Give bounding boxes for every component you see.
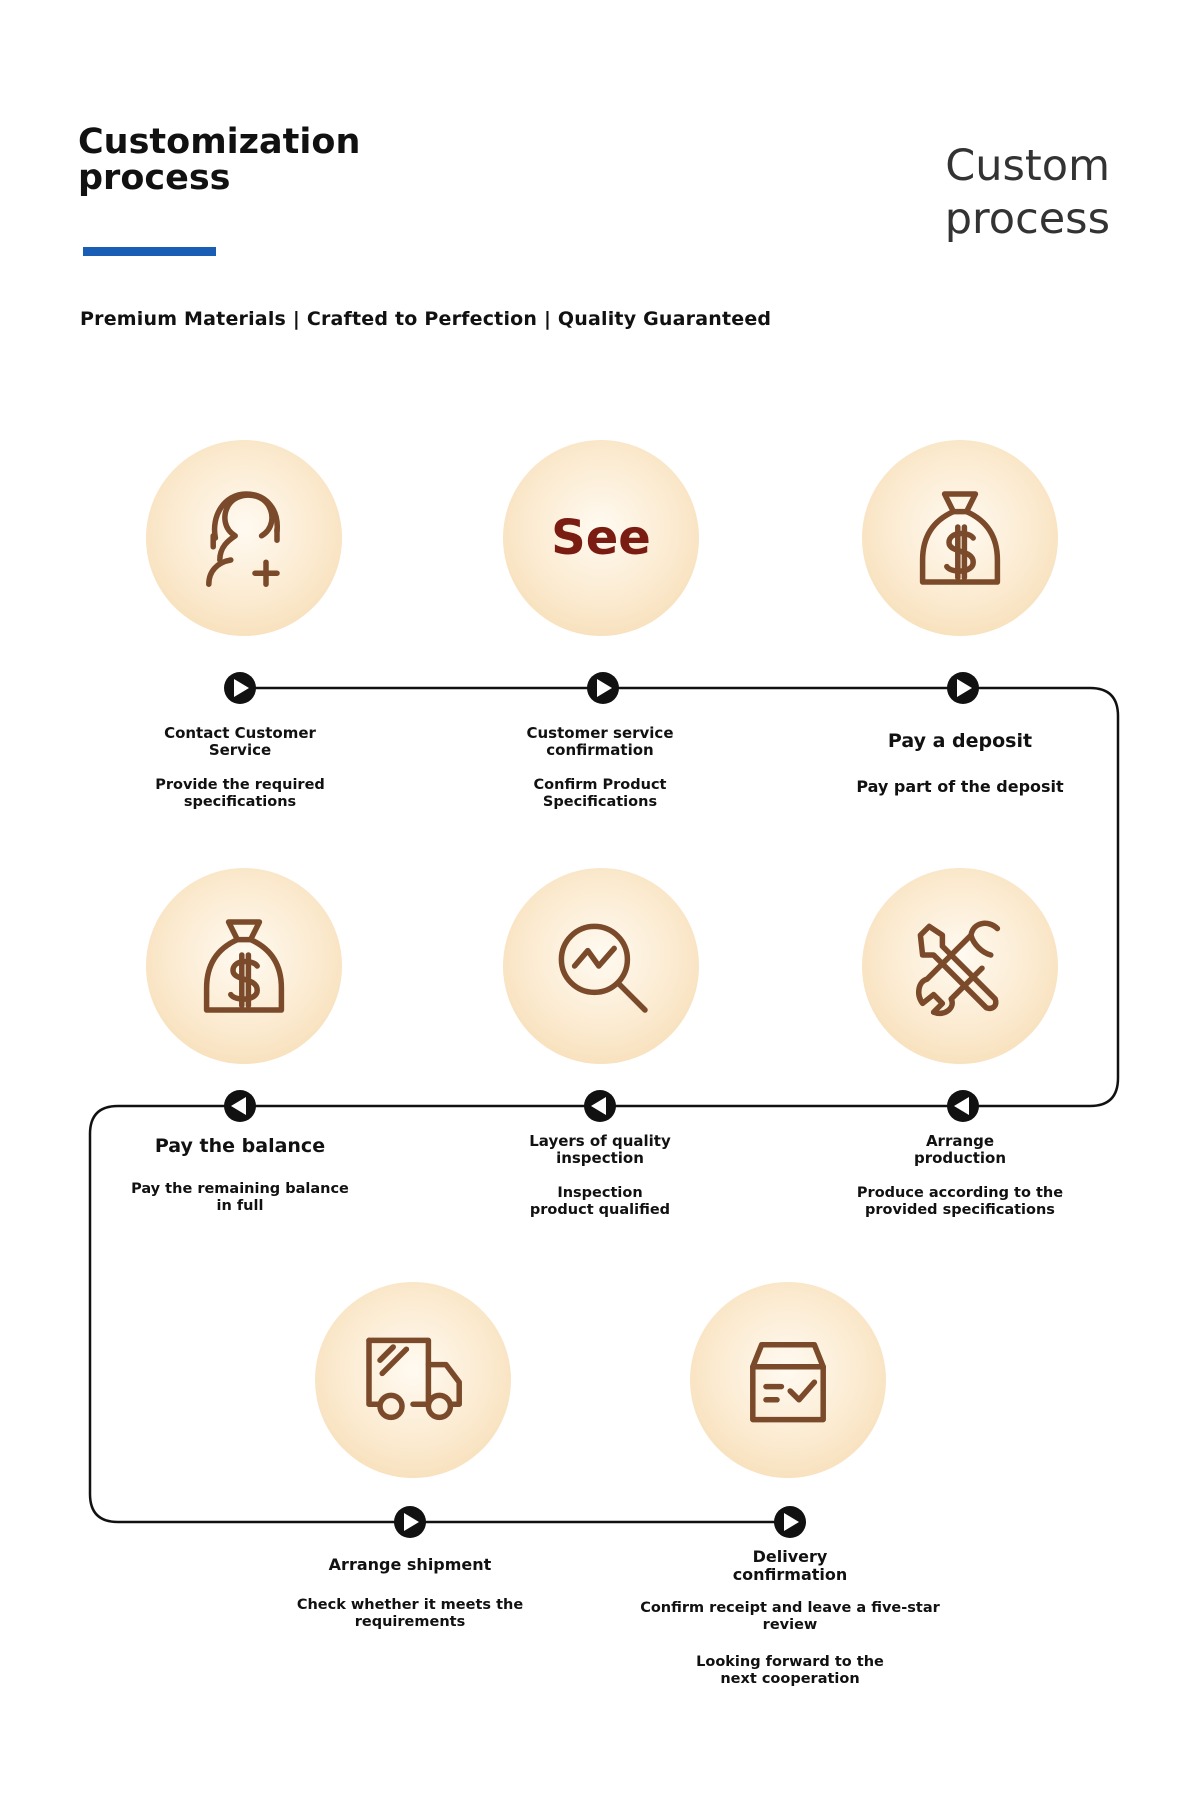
inspection-icon bbox=[558, 923, 648, 1013]
step-title: Layers of quality inspection bbox=[529, 1132, 671, 1167]
step-5-circle bbox=[503, 868, 699, 1064]
page-title-line2: process bbox=[78, 158, 231, 198]
step-3-circle bbox=[862, 440, 1058, 636]
tagline: Premium Materials | Crafted to Perfectio… bbox=[80, 308, 772, 330]
step-2-circle: See bbox=[503, 440, 699, 636]
arrow-right-icon bbox=[947, 672, 979, 704]
step-title: Pay the balance bbox=[154, 1135, 326, 1157]
customer-service-icon bbox=[206, 491, 280, 587]
arrow-right-icon bbox=[394, 1506, 426, 1538]
step-6-text: Pay the balance Pay the remaining balanc… bbox=[90, 1135, 390, 1215]
step-4-text: Arrange production Produce according to … bbox=[810, 1133, 1110, 1219]
step-title: Contact Customer Service bbox=[164, 724, 316, 759]
money-bag-icon bbox=[919, 491, 1001, 585]
truck-icon bbox=[366, 1337, 462, 1421]
step-1-circle bbox=[146, 440, 342, 636]
step-description: Pay the remaining balance in full bbox=[131, 1181, 349, 1214]
arrow-right-icon bbox=[774, 1506, 806, 1538]
step-4-circle bbox=[862, 868, 1058, 1064]
side-title-line1: Custom bbox=[945, 141, 1110, 191]
step-title: Pay a deposit bbox=[887, 730, 1033, 752]
step-7-text: Arrange shipment Check whether it meets … bbox=[260, 1556, 560, 1631]
arrow-right-icon bbox=[587, 672, 619, 704]
side-title: Custom process bbox=[810, 140, 1110, 246]
page-title-line1: Customization bbox=[78, 122, 361, 162]
step-description: Confirm receipt and leave a five-star re… bbox=[640, 1600, 940, 1633]
step-description: Confirm Product Specifications bbox=[533, 777, 667, 810]
page-title: Customization process bbox=[78, 124, 360, 196]
step-description: Pay part of the deposit bbox=[856, 777, 1064, 796]
step-description: Check whether it meets the requirements bbox=[296, 1597, 524, 1630]
step-8-circle bbox=[690, 1282, 886, 1478]
step-3-text: Pay a deposit Pay part of the deposit bbox=[810, 730, 1110, 795]
tools-icon bbox=[916, 920, 1001, 1017]
step-description: Inspection product qualified bbox=[529, 1185, 671, 1218]
step-title: Arrange shipment bbox=[328, 1555, 492, 1574]
box-check-icon bbox=[750, 1342, 826, 1423]
step-2-text: Customer service confirmation Confirm Pr… bbox=[450, 725, 750, 811]
step-description-secondary: Looking forward to the next cooperation bbox=[696, 1654, 884, 1687]
arrow-left-icon bbox=[584, 1090, 616, 1122]
arrow-right-icon bbox=[224, 672, 256, 704]
arrow-left-icon bbox=[947, 1090, 979, 1122]
step-7-circle bbox=[315, 1282, 511, 1478]
step-1-text: Contact Customer Service Provide the req… bbox=[90, 725, 390, 811]
step-8-text: Delivery confirmation Confirm receipt an… bbox=[640, 1548, 940, 1688]
step-title: Delivery confirmation bbox=[732, 1547, 848, 1584]
step-description: Provide the required specifications bbox=[155, 777, 325, 810]
step-description: Produce according to the provided specif… bbox=[856, 1185, 1064, 1218]
step-6-circle bbox=[146, 868, 342, 1064]
side-title-line2: process bbox=[944, 194, 1110, 244]
arrow-left-icon bbox=[224, 1090, 256, 1122]
step-5-text: Layers of quality inspection Inspection … bbox=[450, 1133, 750, 1219]
see-text: See bbox=[551, 510, 651, 566]
money-bag-icon bbox=[203, 919, 285, 1013]
title-underline bbox=[83, 247, 216, 256]
step-title: Customer service confirmation bbox=[526, 724, 674, 759]
step-title: Arrange production bbox=[913, 1132, 1007, 1167]
